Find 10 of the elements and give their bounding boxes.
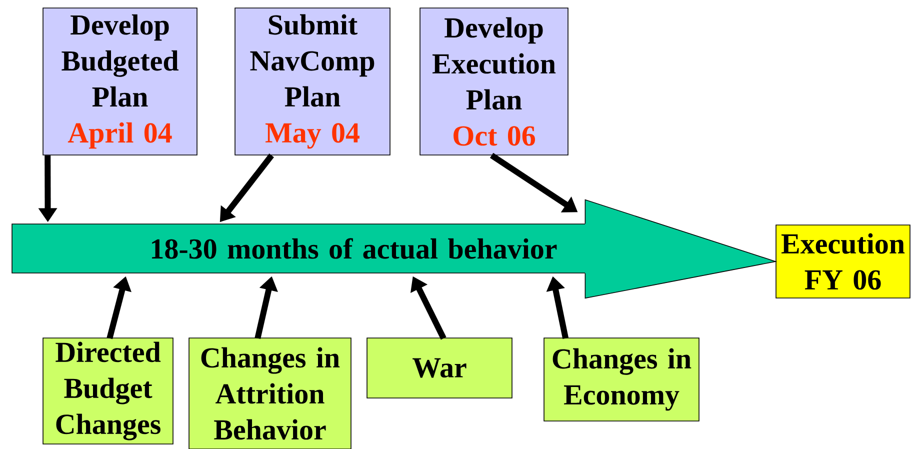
factor-box: War [366,338,512,398]
plan-box: Develop Budgeted Plan April 04 [42,8,198,156]
factor-box: Changes in Economy [544,338,700,422]
arrow-head [584,199,778,299]
factor-box: Directed Budget Changes [42,338,174,444]
outcome-box: Execution FY 06 [776,224,910,298]
plan-box: Submit NavComp Plan May 04 [234,8,390,156]
factor-box: Changes in Attrition Behavior [188,338,352,449]
node-label: 18-30 months of actual behavior [152,238,557,259]
plan-box: Develop Execution Plan Oct 06 [420,8,568,156]
